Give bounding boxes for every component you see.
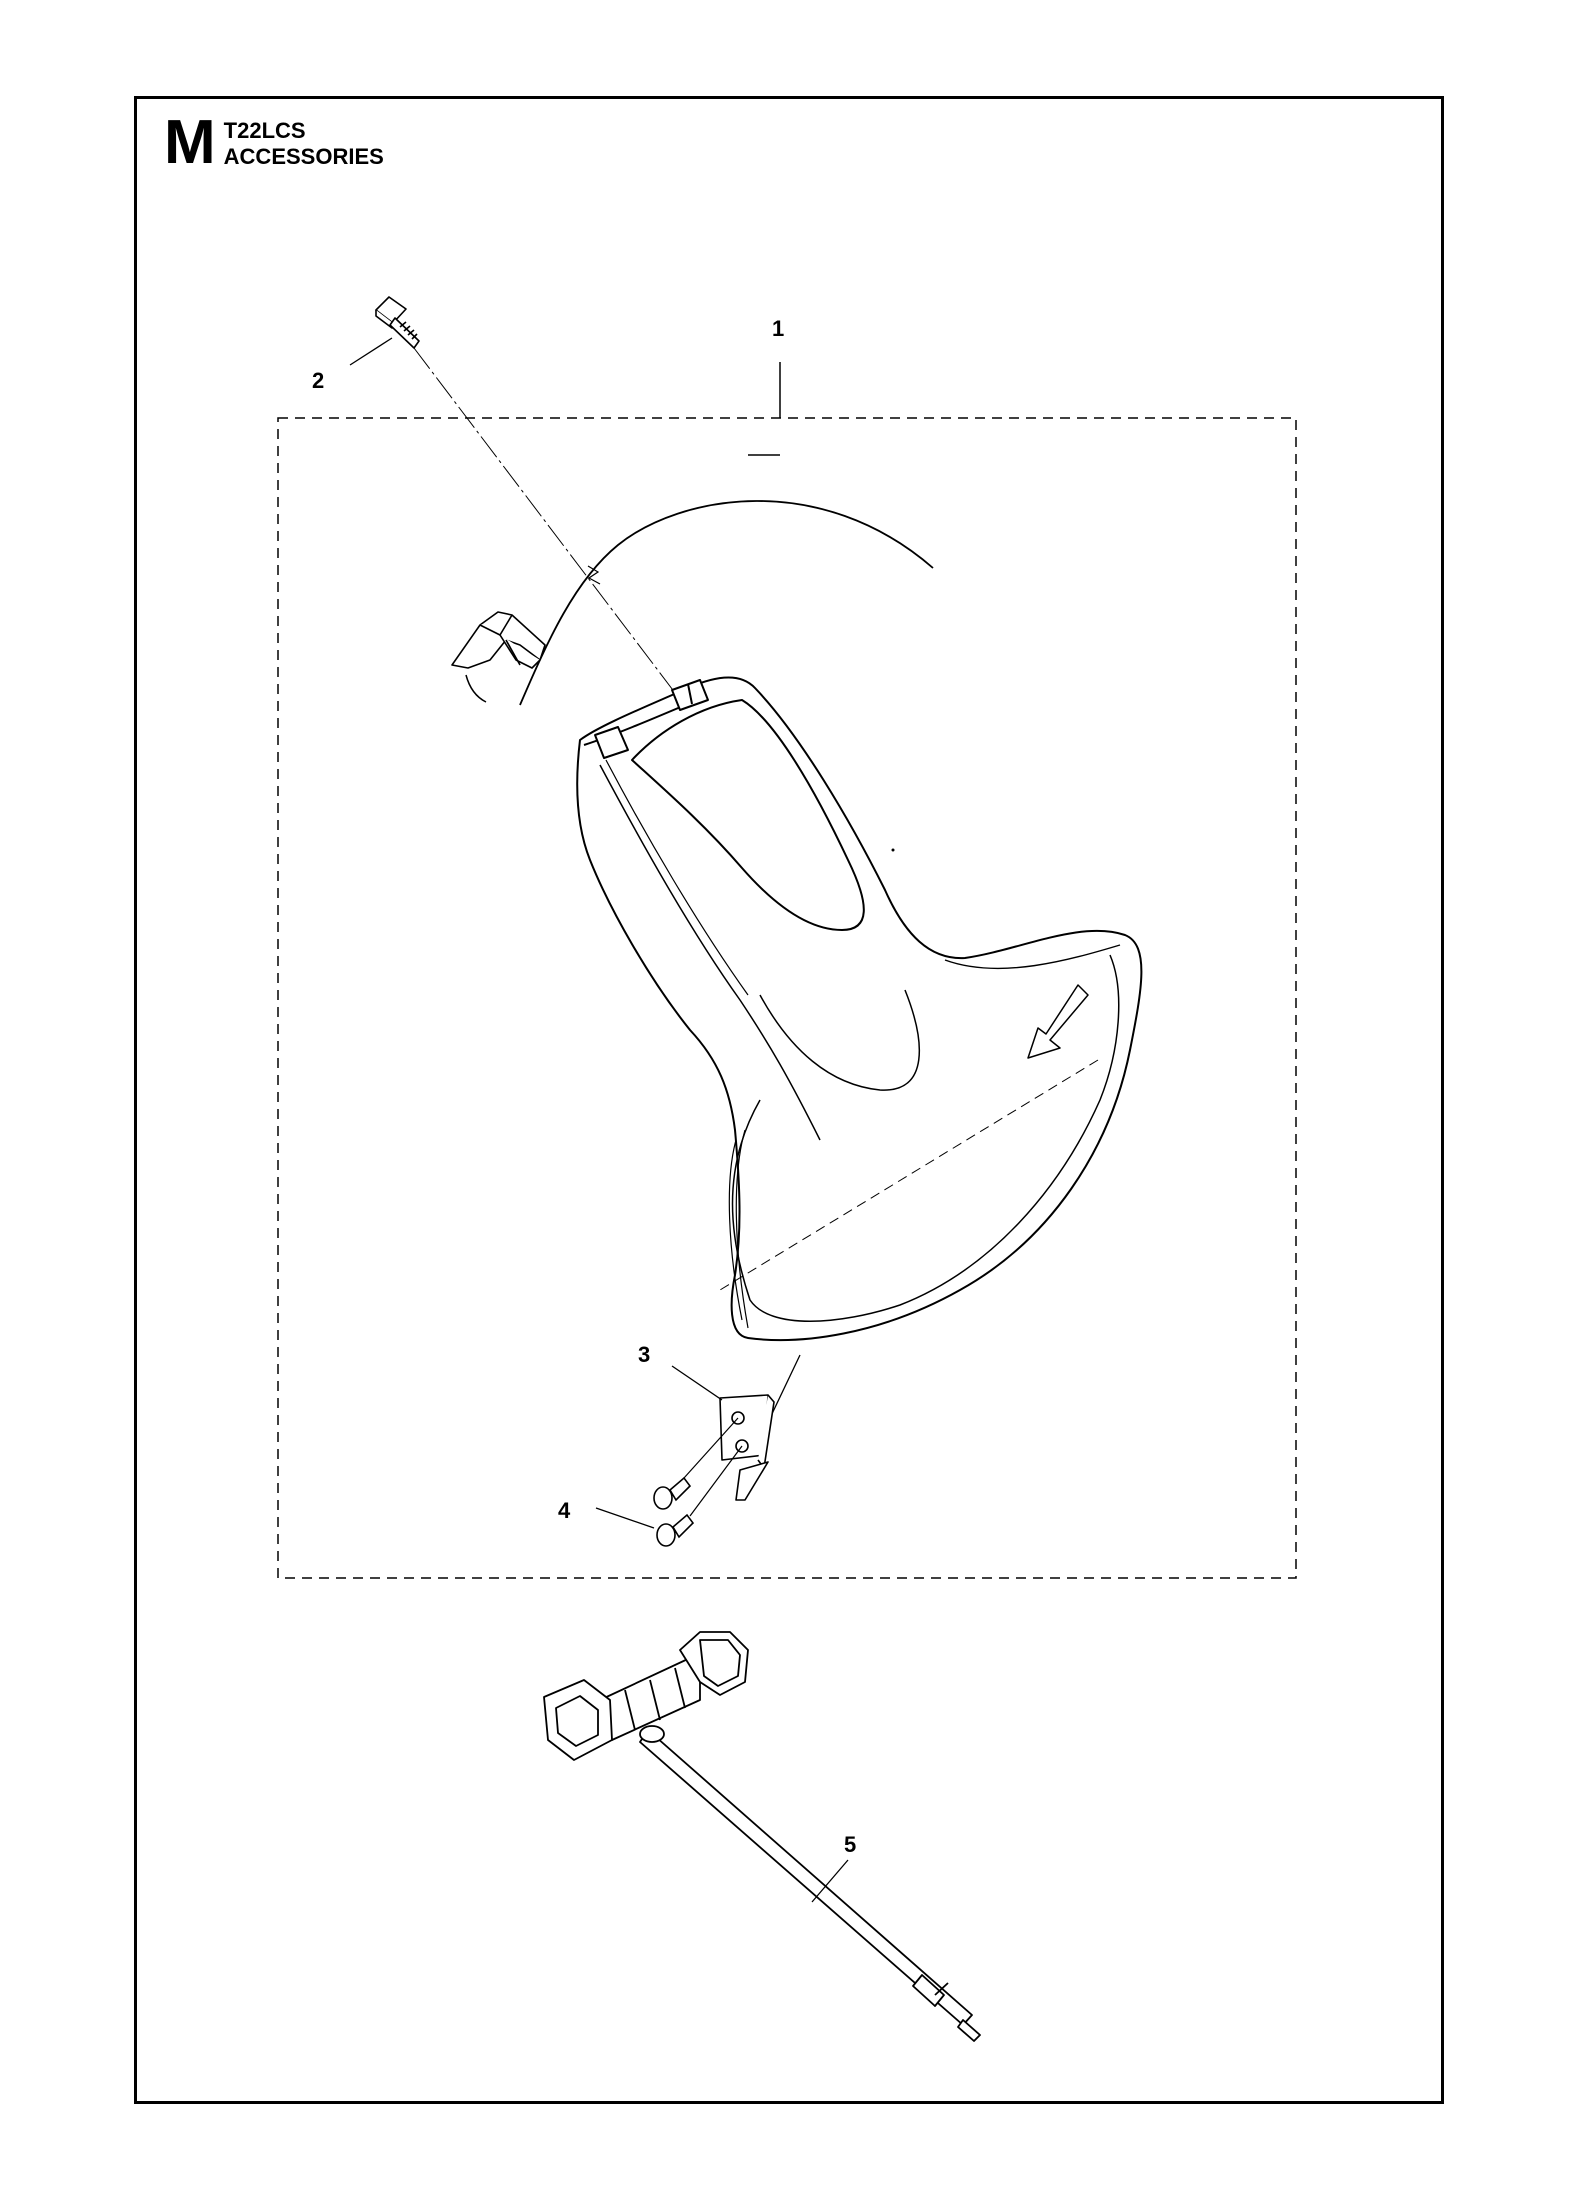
screw-part-4-upper <box>653 1476 692 1510</box>
line-cutter-part-3 <box>719 1394 775 1501</box>
section-letter: M <box>164 108 216 177</box>
spanner-part-5 <box>543 1631 981 2042</box>
assembly-line-screw-4b <box>689 1445 743 1517</box>
assembly-line-cutter <box>719 1059 1099 1291</box>
assembly-line-screw-4a <box>683 1417 739 1479</box>
callout-4: 4 <box>558 1498 571 1523</box>
page-header: M T22LCS ACCESSORIES <box>164 108 384 177</box>
screw-part-4-lower <box>656 1513 695 1547</box>
header-text: T22LCS ACCESSORIES <box>224 116 384 170</box>
section-title: ACCESSORIES <box>223 144 384 169</box>
trimmer-guard-part-1 <box>576 676 1143 1342</box>
callout-1: 1 <box>772 316 784 341</box>
leader-part-2 <box>349 337 393 366</box>
assembly-line-cutter-lower <box>769 1354 801 1419</box>
kit-group-box <box>277 417 1297 1579</box>
callout-2: 2 <box>312 368 324 393</box>
leader-part-5 <box>811 1859 849 1903</box>
guard-detail-dot <box>891 848 895 852</box>
leader-part-3 <box>671 1365 723 1401</box>
model-name: T22LCS <box>223 118 306 143</box>
screw-part-2 <box>375 296 420 349</box>
callout-3: 3 <box>638 1342 650 1367</box>
shaft-arc-lower <box>465 674 487 703</box>
leader-part-4 <box>595 1507 655 1529</box>
callout-5: 5 <box>844 1832 856 1857</box>
assembly-line-screw <box>413 347 689 711</box>
shaft-arc <box>519 500 934 706</box>
page-frame <box>134 96 1444 2104</box>
guard-bracket <box>451 611 546 669</box>
